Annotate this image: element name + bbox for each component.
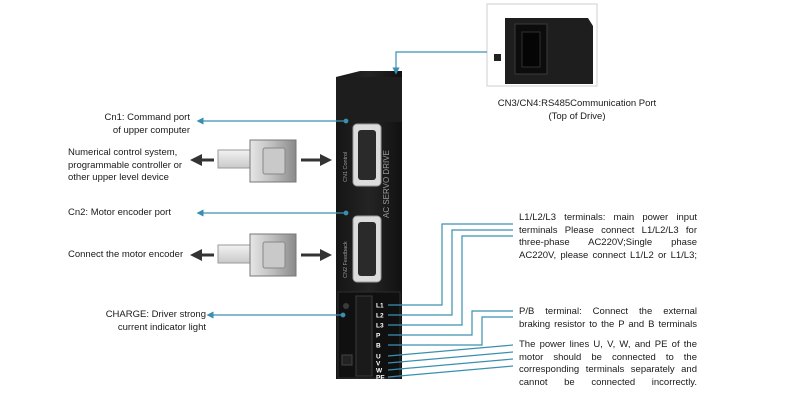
terminal-label-l1: L1	[376, 303, 384, 310]
main-power-label: L1/L2/L3 terminals: main power input ter…	[519, 212, 697, 262]
terminal-label-l3: L3	[376, 323, 384, 330]
drive-model-label: AC SERVO DRIVE	[382, 150, 391, 218]
pb-terminal-line: braking resistor to the P and B terminal…	[519, 318, 697, 330]
main-power-line: terminals Please connect L1/L2/L3 for	[519, 224, 697, 236]
cn2-label-line: Cn2: Motor encoder port	[68, 207, 171, 218]
power-lines-line: corresponding terminals separately and	[519, 364, 697, 375]
power-lines-line: cannot be connected incorrectly.	[519, 376, 697, 388]
main-power-line: L1/L2/L3 terminals: main power input	[519, 212, 697, 223]
charge-light	[343, 303, 349, 309]
leader-lines	[196, 51, 514, 378]
cn2-port-label: CN2 Feedback	[343, 241, 349, 278]
cn34-label-line: (Top of Drive)	[548, 110, 606, 122]
power-lines-line: The power lines U, V, W, and PE of the	[519, 339, 697, 350]
pb-terminal-line: P/B terminal: Connect the external	[519, 306, 697, 317]
upper-device-plug	[217, 139, 297, 183]
main-power-line: AC220V, please connect L1/L2 or L1/L3;	[519, 249, 697, 261]
charge-label-line: current indicator light	[117, 321, 206, 333]
top-of-drive-inset	[486, 3, 598, 87]
main-power-line: three-phase AC220V;Single phase	[519, 237, 697, 248]
upper-device-line: programmable controller or	[68, 159, 183, 171]
terminal-label-l2: L2	[376, 313, 384, 320]
cn34-label-line: CN3/CN4:RS485Communication Port	[497, 98, 657, 109]
cn1-label-line: Cn1: Command port	[104, 112, 190, 123]
signal-arrows	[190, 154, 332, 261]
servo-drive	[336, 71, 402, 379]
motor-encoder-line: Connect the motor encoder	[68, 249, 184, 260]
upper-device-line: other upper level device	[68, 172, 169, 183]
cn1-port-label: CN1 Control	[343, 152, 349, 182]
terminal-label-w: W	[376, 368, 383, 375]
cn1-label-line: of upper computer	[112, 124, 190, 136]
cn1-label: Cn1: Command port of upper computer	[60, 112, 190, 137]
terminal-label-u: U	[376, 354, 381, 361]
upper-device-label: Numerical control system, programmable c…	[68, 147, 198, 185]
power-lines-line: motor should be connected to the	[519, 351, 697, 363]
terminal-label-pe: PE	[376, 375, 385, 382]
cn2-label: Cn2: Motor encoder port	[68, 207, 208, 220]
power-lines-label: The power lines U, V, W, and PE of the m…	[519, 339, 697, 389]
charge-label-line: CHARGE: Driver strong	[105, 309, 206, 320]
terminal-label-b: B	[376, 343, 381, 350]
terminal-label-p: P	[376, 333, 381, 340]
charge-label: CHARGE: Driver strong current indicator …	[68, 309, 206, 334]
motor-encoder-label: Connect the motor encoder	[68, 249, 198, 262]
encoder-plug	[217, 233, 297, 277]
terminal-label-v: V	[376, 361, 381, 368]
pb-terminal-label: P/B terminal: Connect the external braki…	[519, 306, 697, 331]
cn34-label: CN3/CN4:RS485Communication Port (Top of …	[487, 98, 667, 123]
upper-device-line: Numerical control system,	[68, 147, 178, 158]
